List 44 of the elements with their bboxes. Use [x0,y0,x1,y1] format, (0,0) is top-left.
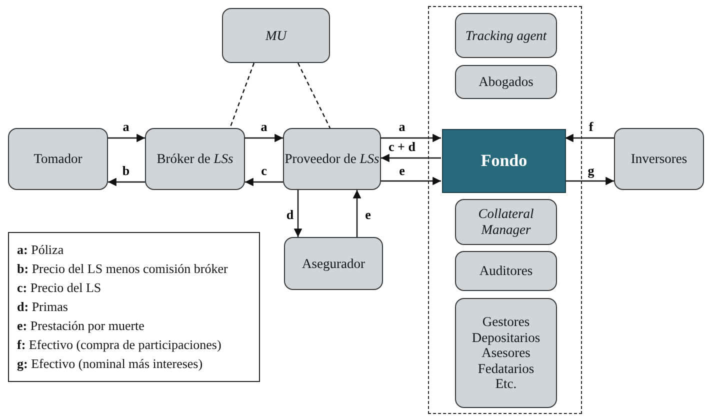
fund-box: Fondo [442,129,566,193]
dashed-group-frame [428,6,582,414]
edge-label: e [399,164,405,177]
dashed-line [297,62,331,128]
edge-label: a [122,120,130,133]
entity-box: Auditores [455,251,557,291]
arrow [245,134,283,142]
dashed-line [229,62,255,128]
arrow [565,134,614,142]
arrow [381,176,441,186]
entity-box: Inversores [614,128,704,190]
legend-text: c: Precio del LS [17,279,102,297]
edge-label: f [588,120,594,133]
legend-text: b: Precio del LS menos comisión bróker [17,260,229,278]
entity-box: Tracking agent [455,13,557,58]
edge-label: b [122,164,130,177]
legend-text: e: Prestación por muerte [17,317,146,335]
legend-text: d: Primas [17,298,69,316]
legend-text: g: Efectivo (nominal más intereses) [17,355,204,373]
arrow [294,190,302,237]
edge-label: c + d [388,140,416,153]
legend-text: f: Efectivo (compra de participaciones) [17,336,222,354]
legend-text: a: Póliza [17,241,65,259]
entity-box: Tomador [8,128,108,190]
arrow [108,134,145,142]
entity-box: Proveedor de LSs [283,128,381,190]
entity-box: Abogados [455,65,557,99]
edge-label: a [398,120,406,133]
arrow [565,176,614,186]
arrow [108,178,145,186]
entity-box: Gestores Depositarios Asesores Fedatarios Etc. [455,298,557,408]
entity-box: MU [222,8,330,63]
edge-label: e [365,208,371,221]
edge-label: c [261,164,267,177]
arrow [381,154,441,162]
edge-label: a [260,120,268,133]
edge-label: d [286,208,294,221]
entity-box: Bróker de LSs [145,128,245,190]
arrow [245,178,283,186]
entity-box: Collateral Manager [455,199,557,245]
arrow [352,190,362,237]
entity-box: Asegurador [284,237,383,290]
arrow [381,134,441,142]
edge-label: g [588,164,594,177]
